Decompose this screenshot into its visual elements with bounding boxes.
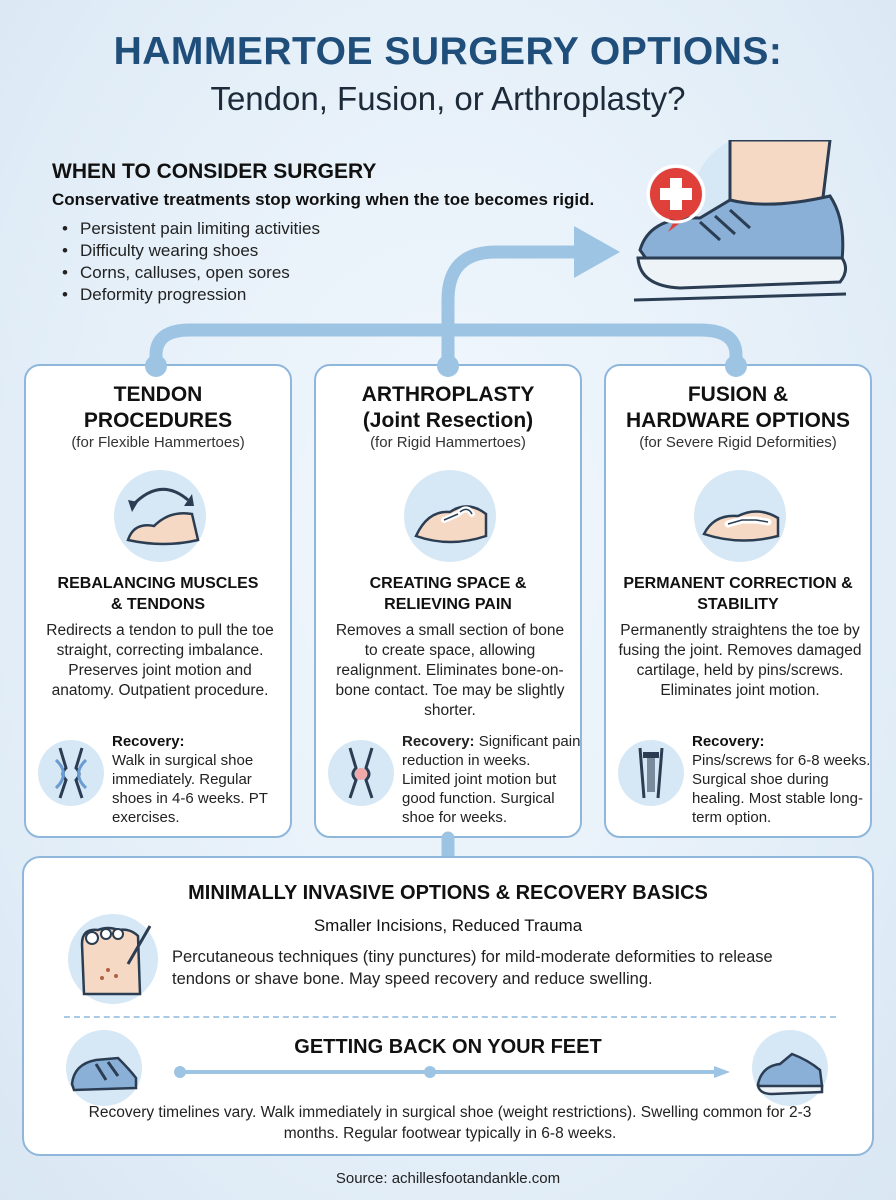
card-subheading: PERMANENT CORRECTION & STABILITY — [623, 575, 853, 613]
recovery-progress-arrow — [174, 1066, 730, 1078]
card-description: Redirects a tendon to pull the toe strai… — [46, 622, 274, 699]
recovery-text: Recovery: Significant pain reduction in … — [402, 733, 581, 826]
card-arthroplasty: ARTHROPLASTY (Joint Resection) (for Rigi… — [314, 364, 582, 838]
recovery-label: Recovery: — [402, 733, 475, 750]
recovery-text: Pins/screws for 6-8 weeks. Surgical shoe… — [692, 752, 871, 826]
when-subheading: Conservative treatments stop working whe… — [52, 190, 595, 209]
recovery-block: Recovery: Pins/screws for 6-8 weeks. Sur… — [692, 732, 872, 827]
mi-description: Percutaneous techniques (tiny punctures)… — [172, 948, 773, 988]
shoe-strap-icon — [66, 1030, 142, 1106]
list-item: •Deformity progression — [62, 285, 247, 304]
page-title: HAMMERTOE SURGERY OPTIONS: — [113, 30, 783, 73]
card-fusion-hardware: FUSION & HARDWARE OPTIONS (for Severe Ri… — [604, 364, 872, 838]
sneaker-icon — [752, 1030, 828, 1106]
list-item: •Difficulty wearing shoes — [62, 241, 259, 260]
recovery-block: Recovery: Significant pain reduction in … — [402, 732, 582, 827]
medical-cross-icon — [646, 164, 706, 232]
card-subtitle: (for Severe Rigid Deformities) — [639, 434, 837, 451]
joint-resection-icon — [404, 470, 496, 562]
list-item: •Corns, calluses, open sores — [62, 263, 290, 282]
card-subtitle: (for Flexible Hammertoes) — [71, 434, 245, 451]
page-subtitle: Tendon, Fusion, or Arthroplasty? — [210, 80, 686, 117]
back-on-feet-description: Recovery timelines vary. Walk immediatel… — [88, 1104, 812, 1142]
list-item: •Persistent pain limiting activities — [62, 219, 320, 238]
back-on-feet-title: GETTING BACK ON YOUR FEET — [294, 1036, 602, 1058]
recovery-text: Walk in surgical shoe immediately. Regul… — [112, 752, 268, 826]
section-divider — [64, 1016, 836, 1018]
card-description: Removes a small section of bone to creat… — [335, 622, 565, 719]
card-subheading: CREATING SPACE & RELIEVING PAIN — [369, 575, 527, 613]
card-subheading: REBALANCING MUSCLES & TENDONS — [57, 575, 259, 613]
minimally-invasive-panel: MINIMALLY INVASIVE OPTIONS & RECOVERY BA… — [22, 856, 874, 1156]
recovery-label: Recovery: — [112, 733, 185, 750]
card-title: FUSION & HARDWARE OPTIONS — [626, 383, 851, 432]
sneaker-hero-illustration — [633, 140, 847, 302]
card-tendon-procedures: TENDON PROCEDURES (for Flexible Hammerto… — [24, 364, 292, 838]
card-subtitle: (for Rigid Hammertoes) — [370, 434, 526, 451]
foot-puncture-icon — [68, 914, 158, 1004]
when-heading: WHEN TO CONSIDER SURGERY — [52, 160, 377, 183]
tendon-arrow-icon — [114, 470, 206, 562]
knee-joint-icon — [38, 740, 104, 806]
card-description: Permanently straightens the toe by fusin… — [618, 622, 862, 699]
mi-title: MINIMALLY INVASIVE OPTIONS & RECOVERY BA… — [188, 882, 708, 904]
knee-joint-icon — [328, 740, 394, 806]
source-credit: Source: achillesfootandankle.com — [335, 1170, 561, 1187]
recovery-label: Recovery: — [692, 733, 765, 750]
mi-subtitle: Smaller Incisions, Reduced Trauma — [313, 916, 583, 935]
recovery-block: Recovery: Walk in surgical shoe immediat… — [112, 732, 292, 827]
card-title: ARTHROPLASTY (Joint Resection) — [361, 383, 535, 432]
screw-icon — [618, 740, 684, 806]
when-bullet-list: •Persistent pain limiting activities •Di… — [62, 218, 320, 306]
fusion-joint-icon — [694, 470, 786, 562]
card-title: TENDON PROCEDURES — [83, 383, 233, 432]
